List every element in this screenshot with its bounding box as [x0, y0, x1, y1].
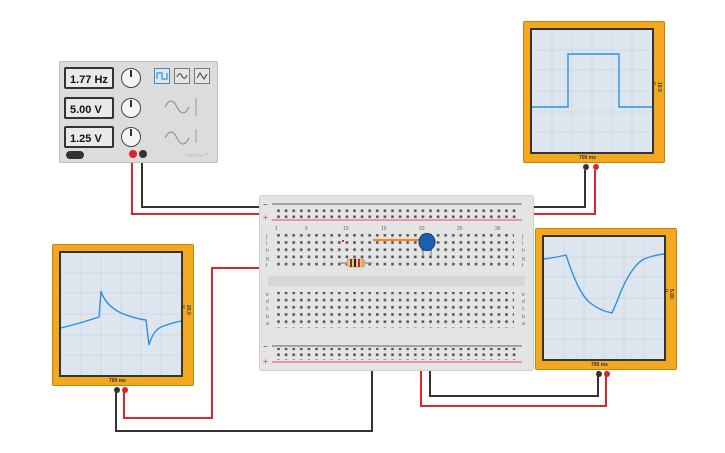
column-number: 30 — [495, 226, 501, 232]
column-number: 1 — [275, 226, 278, 232]
positive-terminal[interactable] — [129, 150, 137, 158]
scope-probe-terminal[interactable] — [604, 371, 610, 377]
function-generator[interactable]: 1.77 Hz 5.00 V 1.25 V ▭▭▭ ◠ — [59, 61, 218, 163]
scope-trace-square — [532, 30, 652, 152]
scope-probe-terminal[interactable] — [593, 164, 599, 170]
square-wave-icon — [156, 72, 168, 80]
scope-ground-terminal[interactable] — [596, 371, 602, 377]
wire-fg-positive — [131, 158, 272, 215]
frequency-display[interactable]: 1.77 Hz — [64, 67, 114, 89]
column-number: 25 — [457, 226, 463, 232]
offset-display[interactable]: 1.25 V — [64, 126, 114, 148]
scope-probe-terminal[interactable] — [122, 387, 128, 393]
frequency-knob[interactable] — [121, 68, 141, 88]
voltage-div-label: 5.00 V — [662, 289, 674, 299]
scope-ground-terminal[interactable] — [114, 387, 120, 393]
oscilloscope-top-right[interactable]: 700 ms 10.0 V — [523, 21, 665, 170]
brand-mark: ▭▭▭ ◠ — [185, 153, 209, 159]
triangle-wave-button[interactable] — [174, 68, 190, 84]
breadboard-holes — [268, 203, 525, 363]
column-number: 20 — [419, 226, 425, 232]
rail-minus-bottom: − — [263, 342, 268, 351]
offset-knob[interactable] — [121, 127, 141, 147]
scope-screen — [542, 235, 666, 361]
rail-plus-top: + — [263, 213, 268, 222]
scope-screen — [59, 251, 183, 377]
column-number: 5 — [305, 226, 308, 232]
scope-trace-rc — [543, 237, 665, 359]
amplitude-display[interactable]: 5.00 V — [64, 97, 114, 119]
column-number: 15 — [381, 226, 387, 232]
time-div-label: 700 ms — [579, 155, 596, 161]
square-wave-button[interactable] — [154, 68, 170, 84]
amplitude-knob[interactable] — [121, 98, 141, 118]
sine-wave-button[interactable] — [194, 68, 210, 84]
voltage-div-label: 10.0 V — [650, 82, 662, 92]
scope-screen — [530, 28, 654, 154]
column-number: 10 — [343, 226, 349, 232]
rail-plus-bottom: + — [263, 357, 268, 366]
time-div-label: 700 ms — [591, 362, 608, 368]
scope-ground-terminal[interactable] — [583, 164, 589, 170]
offset-symbol-icon — [164, 129, 197, 145]
time-div-label: 700 ms — [109, 378, 126, 384]
oscilloscope-left[interactable]: 700 ms 20.0 V — [52, 244, 194, 393]
voltage-div-label: 20.0 V — [179, 305, 191, 315]
scope-trace-spikes — [60, 253, 182, 375]
rail-minus-top: − — [263, 200, 268, 209]
sine-wave-icon — [196, 71, 208, 81]
oscilloscope-bottom-right[interactable]: 700 ms 5.00 V — [535, 228, 677, 377]
power-switch[interactable] — [66, 151, 84, 159]
ground-terminal[interactable] — [139, 150, 147, 158]
triangle-wave-icon — [176, 73, 188, 79]
amplitude-symbol-icon — [164, 98, 197, 116]
